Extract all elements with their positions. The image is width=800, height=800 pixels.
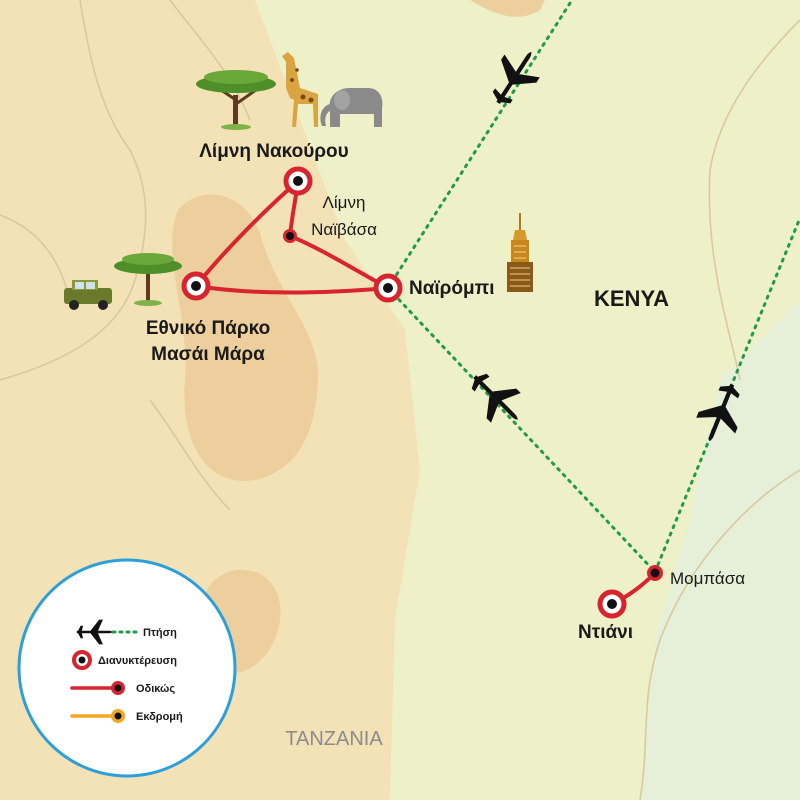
legend-label-overnight: Διανυκτέρευση [98,655,177,667]
airplane-icon [76,619,113,645]
legend-frame [17,558,237,778]
green-savanna-region [255,0,800,800]
label-lake-nakuru: Λίμνη Νακούρου [199,141,348,162]
country-label-kenya: KENYA [594,286,669,311]
airplane-icon [492,51,540,105]
label-masai-mara-line2: Μασάι Μάρα [151,344,265,365]
legend-label-road: Οδικώς [136,683,175,695]
road-marker-mombasa [647,565,663,581]
road-marker-naivasha [283,229,297,243]
legend-row-flight: Πτήση [76,619,177,645]
overnight-marker-masaimara [181,271,211,301]
label-lake-naivasha-line2: Ναϊβάσα [311,220,377,239]
masai-mara-park-area [172,194,319,481]
skyscraper-icon [507,213,533,292]
acacia-tree-icon [196,70,276,130]
label-diani: Ντιάνι [578,622,633,643]
coastal-region [640,300,800,800]
road-masaimara-nairobi [194,284,390,295]
overnight-marker-diani [597,589,627,619]
legend-label-excursion: Εκδρομή [136,711,183,723]
acacia-tree-icon [114,253,182,306]
airplane-icon [471,373,521,423]
label-masai-mara-line1: Εθνικό Πάρκο [146,318,270,339]
flight-route-nairobi-mombasa [386,286,657,574]
label-nairobi: Ναϊρόμπι [409,278,495,299]
lake-blob [470,0,545,17]
label-mombasa: Μομπάσα [670,569,745,588]
legend-label-flight: Πτήση [143,627,177,639]
country-label-tanzania: TANZANIA [285,728,383,750]
legend-row-road: Οδικώς [70,681,175,695]
overnight-marker-nairobi [373,273,403,303]
flight-route-north [386,0,574,290]
legend: Πτήση Διανυκτέρευση Οδικώς Εκδρομή [17,558,237,778]
safari-jeep-icon [64,280,112,310]
elephant-icon [320,88,383,127]
legend-row-overnight: Διανυκτέρευση [72,650,177,670]
label-lake-naivasha-line1: Λίμνη [323,193,366,212]
road-nakuru-masaimara [194,179,300,288]
airplane-icon [696,383,740,442]
giraffe-icon [282,52,318,127]
overnight-marker-nakuru [283,166,313,196]
legend-row-excursion: Εκδρομή [70,709,183,723]
